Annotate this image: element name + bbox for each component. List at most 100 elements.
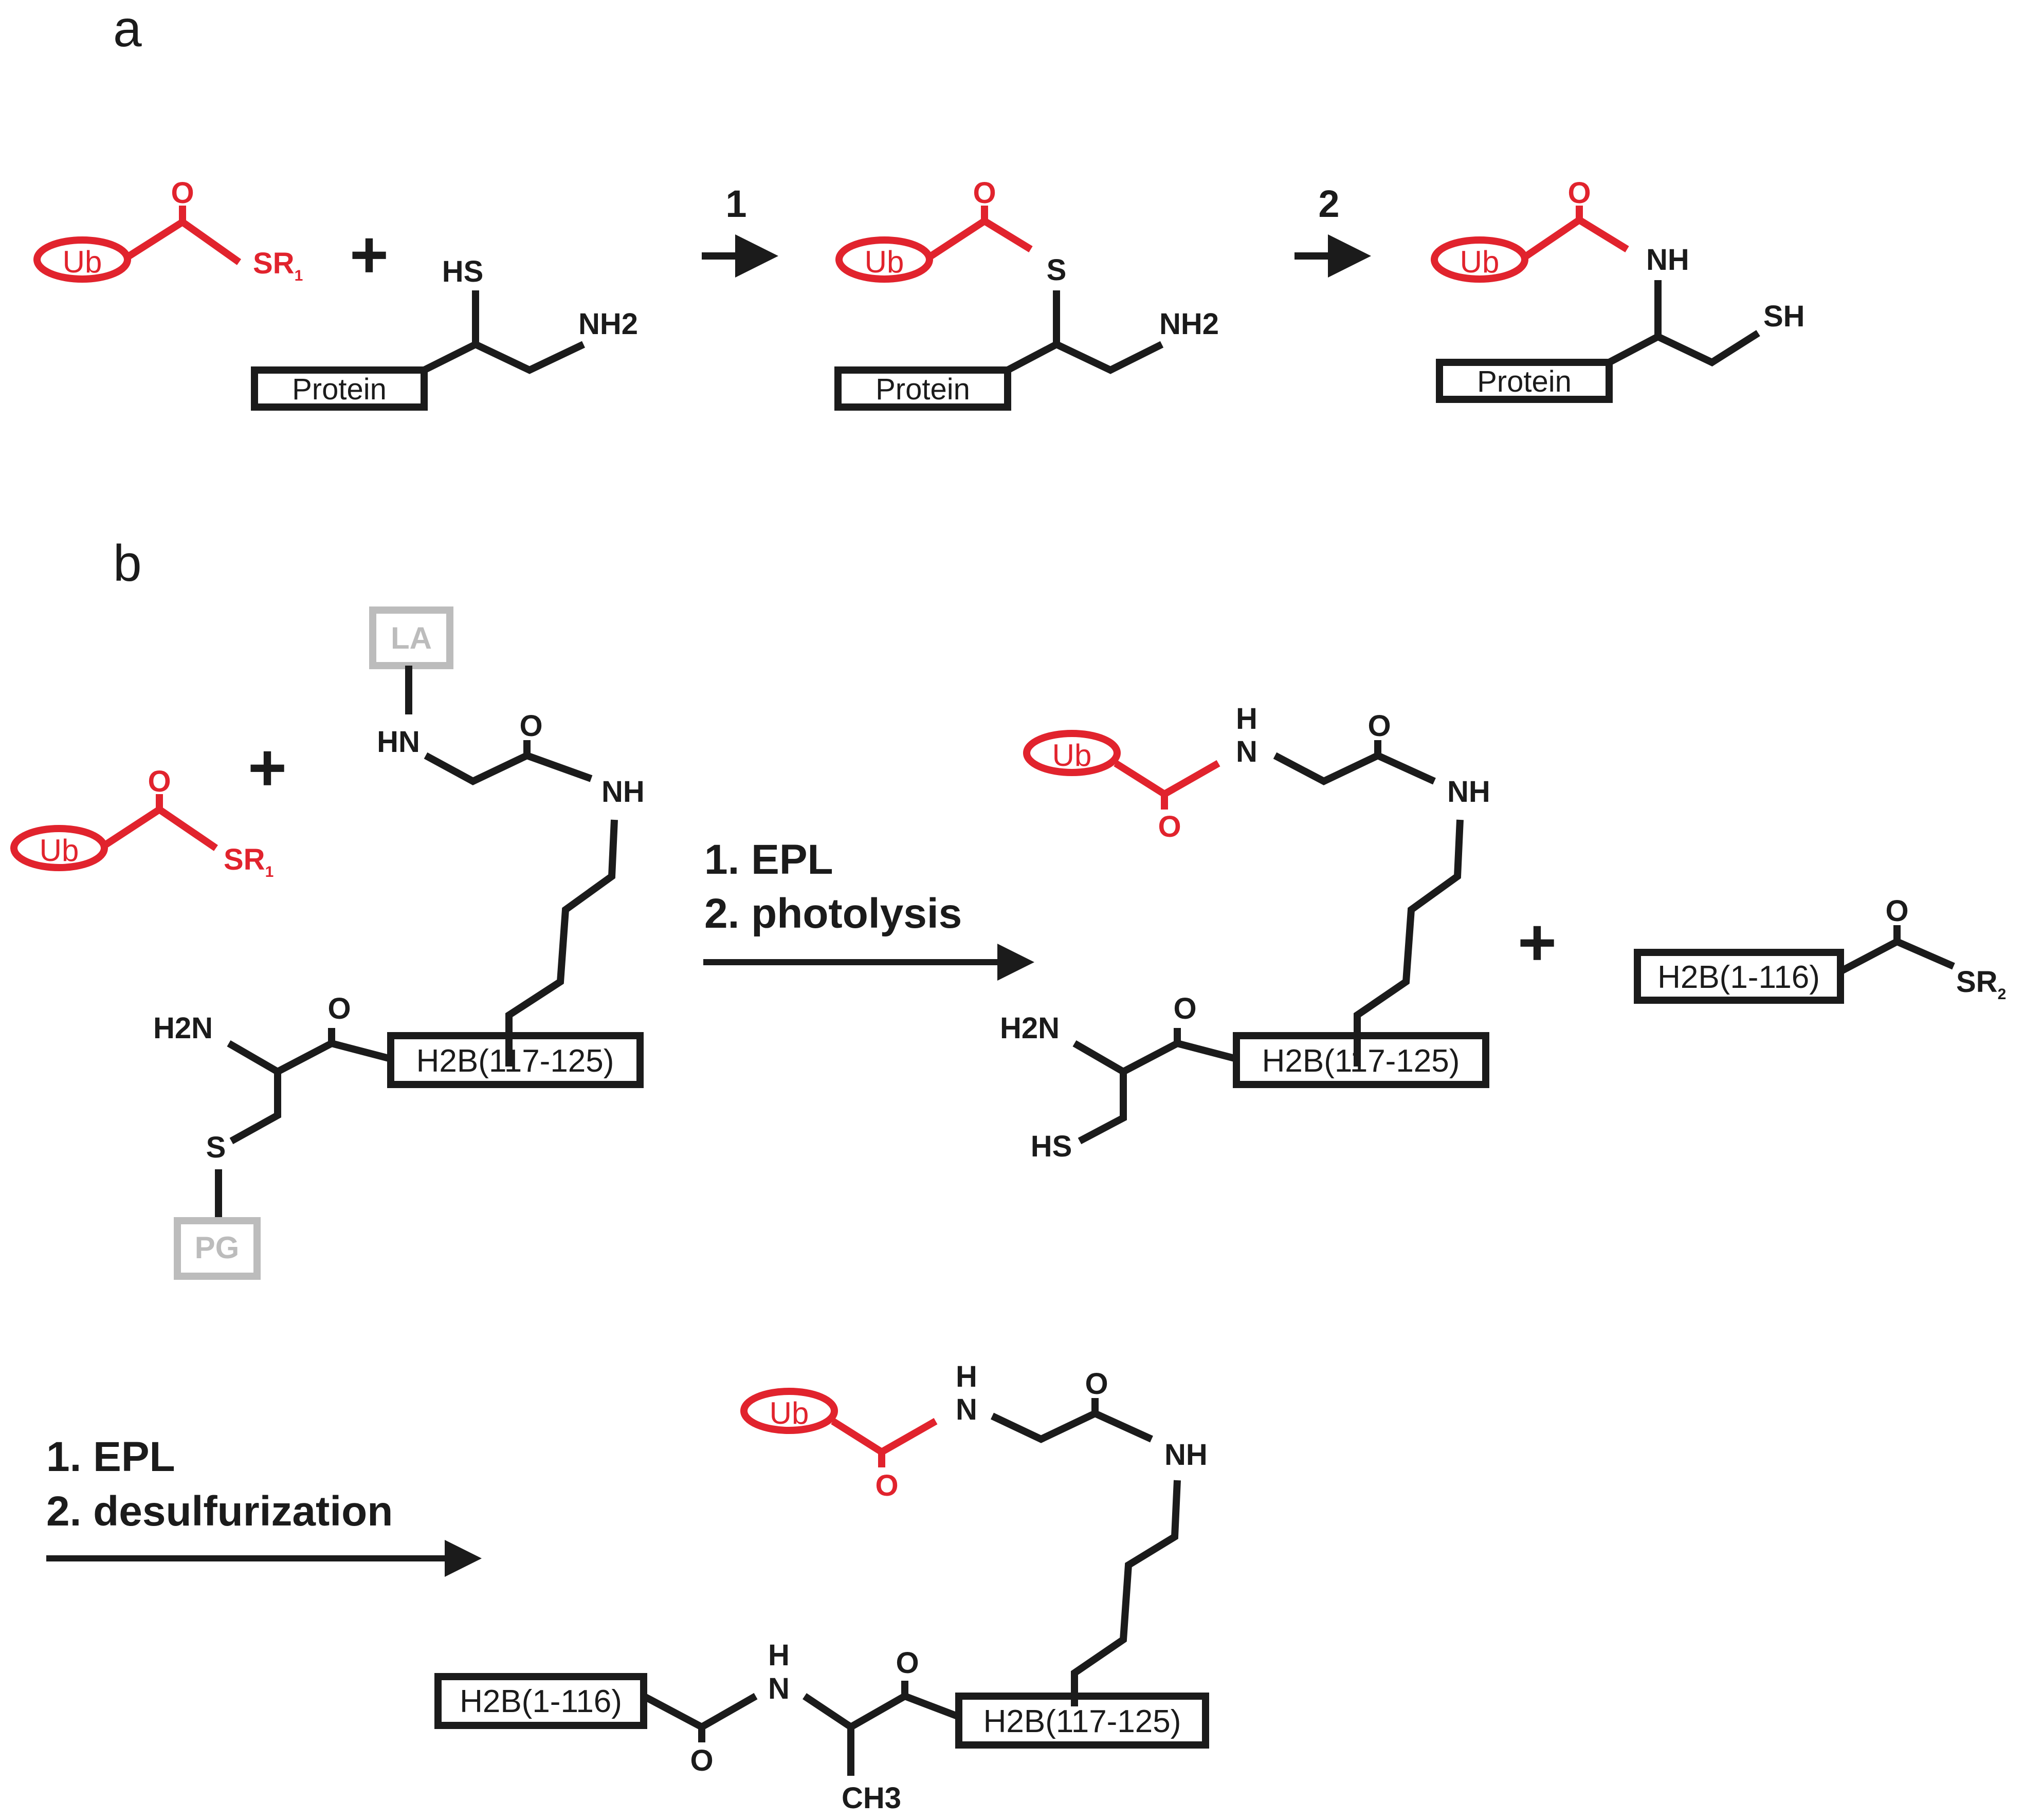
step-photolysis-label: 2. photolysis [704, 890, 962, 937]
ub-thioester-bonds [102, 805, 218, 851]
ub-ellipse [33, 236, 131, 283]
carbonyl-oxygen: O [171, 176, 194, 210]
protein-box [834, 366, 1011, 411]
methyl-label: CH3 [842, 1781, 901, 1815]
amine-label: NH2 [1159, 307, 1219, 341]
protein-label: Protein [1477, 365, 1572, 398]
h2b-117-125-box [1233, 1032, 1489, 1088]
ub-ellipse [740, 1388, 838, 1434]
h2b-1-116-box [434, 1673, 647, 1729]
h2n-label: H2N [1000, 1012, 1060, 1045]
ub-label: Ub [1460, 245, 1500, 279]
ub-ellipse [1023, 730, 1121, 776]
carbonyl-oxygen: O [327, 992, 351, 1025]
step-epl-label-2: 1. EPL [46, 1433, 175, 1480]
cys-backbone [1006, 340, 1164, 374]
plus-sign: + [350, 217, 389, 292]
cys-sidechain [229, 1072, 281, 1145]
pg-protecting-box [174, 1217, 261, 1280]
cys-backbone [422, 340, 586, 374]
cys-sidechain [1078, 1072, 1127, 1145]
lysine-sidechain [505, 819, 618, 1067]
plus-sign: + [248, 730, 287, 805]
la-label: LA [391, 621, 432, 655]
sulfur-label: S [206, 1131, 226, 1164]
h2b-1-116-box [1634, 949, 1844, 1004]
thioester-bonds [1838, 937, 1955, 975]
carbonyl-oxygen: O [519, 709, 542, 743]
alanine-chain [803, 1692, 960, 1732]
h2b-117-125-label: H2B(117-125) [983, 1704, 1181, 1739]
plus-sign: + [1518, 905, 1557, 980]
ub-acyl-bonds [1523, 215, 1629, 260]
amide-n-label: N [768, 1672, 790, 1705]
sr1-label: SR1 [224, 843, 273, 880]
carbonyl-oxygen: O [1567, 176, 1591, 210]
amide-nh-label: NH [1646, 243, 1689, 277]
ub-h2b-117-125-intermediate: Ub O H N O NH H2B(117-125) H2N O HS [1000, 702, 1490, 1163]
protein-cys-reactant: Protein HS NH2 [251, 255, 638, 411]
ub-thioester-b: Ub O SR1 [10, 765, 273, 880]
sulfur-label: S [1047, 253, 1067, 287]
carbonyl-oxygen: O [1158, 810, 1181, 843]
sr1-label: SR1 [253, 247, 303, 284]
h2b-1-116-thioester: H2B(1-116) O SR2 [1634, 894, 2006, 1004]
carbonyl-oxygen: O [690, 1744, 713, 1777]
carbonyl-oxygen: O [1367, 709, 1391, 743]
cys-backbone [227, 1039, 392, 1076]
carbonyl-oxygen: O [1885, 894, 1908, 928]
cys-backbone [1072, 1039, 1237, 1076]
caged-h2b-peptide: LA HN O NH H2B(117-125) H2N O S PG [153, 606, 645, 1280]
carbonyl-oxygen: O [1085, 1367, 1108, 1401]
cys-backbone [1607, 330, 1760, 366]
amine-label: NH2 [578, 307, 638, 341]
step-2-label: 2 [1318, 182, 1339, 225]
ub-label: Ub [40, 833, 79, 868]
thiol-label: HS [442, 255, 484, 288]
amide-h-label: H [1236, 702, 1257, 736]
nh-label: NH [601, 775, 645, 808]
h2b-117-125-label: H2B(117-125) [416, 1043, 614, 1079]
thiol-label: SH [1763, 300, 1805, 333]
ub-label: Ub [1052, 738, 1092, 773]
alanine-backbone [642, 1693, 758, 1731]
ligation-product-a: Ub O NH Protein SH [1431, 176, 1805, 403]
h2b-117-125-box [955, 1693, 1209, 1749]
ub-thioester-a: Ub O SR1 [33, 176, 303, 284]
lysine-sidechain [1354, 819, 1464, 1067]
protein-label: Protein [292, 373, 387, 406]
h2b-1-116-label: H2B(1-116) [1657, 960, 1820, 995]
amide-h-label: H [956, 1360, 977, 1393]
glycine-backbone [424, 751, 593, 785]
carbonyl-oxygen: O [148, 765, 171, 798]
h2b-117-125-label: H2B(117-125) [1262, 1043, 1460, 1079]
step-desulfurization-label: 2. desulfurization [46, 1488, 393, 1535]
ub-ellipse [1431, 236, 1528, 283]
protein-label: Protein [876, 373, 970, 406]
h2b-117-125-box [387, 1032, 644, 1088]
lysine-sidechain [1071, 1480, 1181, 1706]
amide-n-label: N [956, 1393, 977, 1426]
carbonyl-oxygen: O [875, 1469, 898, 1502]
glycine-backbone [991, 1409, 1153, 1443]
step-1-label: 1 [725, 182, 746, 225]
step-epl-label: 1. EPL [704, 836, 833, 883]
ub-acyl-bonds [831, 1418, 938, 1457]
h2n-label: H2N [153, 1012, 213, 1045]
ub-thioester-bonds [125, 217, 242, 265]
ub-acyl-bonds [927, 216, 1033, 260]
ub-acyl-bonds [1114, 760, 1220, 799]
glycine-backbone [1273, 751, 1436, 785]
sr2-label: SR2 [1956, 965, 2006, 1003]
amide-n-label: N [1236, 735, 1257, 768]
amide-h-label: H [768, 1639, 790, 1672]
ub-ellipse [835, 236, 933, 283]
h2b-1-116-label: H2B(1-116) [460, 1684, 622, 1719]
ub-ellipse [10, 825, 108, 871]
panel-b-label: b [113, 535, 142, 592]
carbonyl-oxygen: O [973, 176, 996, 210]
carbonyl-oxygen: O [896, 1646, 919, 1680]
protein-box [251, 366, 428, 411]
pg-label: PG [195, 1230, 240, 1265]
